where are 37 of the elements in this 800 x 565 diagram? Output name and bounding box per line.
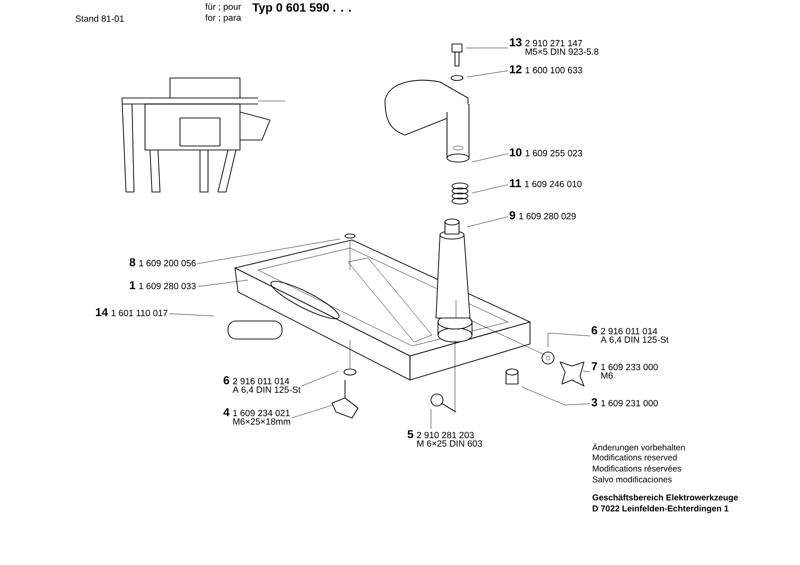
callout-label: 14 1 601 110 017 [96, 308, 168, 316]
leader-line [197, 238, 340, 264]
leader-line [430, 408, 432, 430]
callout-label: 9 1 609 280 029 [510, 211, 576, 220]
note-text: Stand 81-01 [76, 15, 124, 22]
note-text: für ; pour [205, 3, 242, 12]
callout-label: 6 2 916 011 014 A 6,4 DIN 125-St [592, 326, 669, 344]
leader-line [548, 332, 590, 348]
leader-line [292, 404, 334, 418]
callout-label: 4 1 609 234 021 M6×25×18mm [223, 408, 290, 425]
callout-label: 7 1 609 233 000 M6 [592, 362, 658, 379]
note-text: Salvo modificaciones [592, 476, 672, 482]
leader-line [197, 280, 248, 287]
callout-label: 6 2 916 011 014 A 6,4 DIN 125-St [224, 376, 301, 394]
leader-line [522, 386, 590, 406]
leader-line [168, 313, 214, 316]
leader-line [582, 370, 590, 372]
leader-line [302, 370, 340, 386]
note-text: Typ 0 601 590 . . . [252, 3, 351, 14]
callout-label: 11 1 609 246 010 [510, 179, 582, 188]
leader-line [466, 216, 508, 228]
leader-line [472, 184, 508, 194]
note-text: Änderungen vorbehalten [592, 443, 685, 452]
note-text: D 7022 Leinfelden-Echterdingen 1 [592, 505, 728, 514]
callout-label: 3 1 609 231 000 [591, 398, 658, 406]
callout-label: 13 2 910 271 147 M5×5 DIN 923-5.8 [510, 38, 598, 55]
note-text: Geschäftsbereich Elektrowerkzeuge [592, 494, 738, 502]
callout-label: 8 1 609 200 056 [130, 258, 196, 266]
callout-label: 10 1 609 255 023 [510, 148, 582, 156]
note-text: for ; para [205, 14, 242, 23]
callout-label: 5 2 910 281 203 M 6×25 DIN 603 [408, 430, 482, 447]
note-text: Modifications réservées [592, 465, 682, 472]
callout-label: 12 1 600 100 633 [510, 65, 582, 74]
note-text: Modifications reserved [592, 454, 677, 460]
callout-label: 1 1 609 280 033 [130, 281, 196, 290]
leader-line [472, 154, 508, 162]
leader-line [466, 70, 508, 78]
